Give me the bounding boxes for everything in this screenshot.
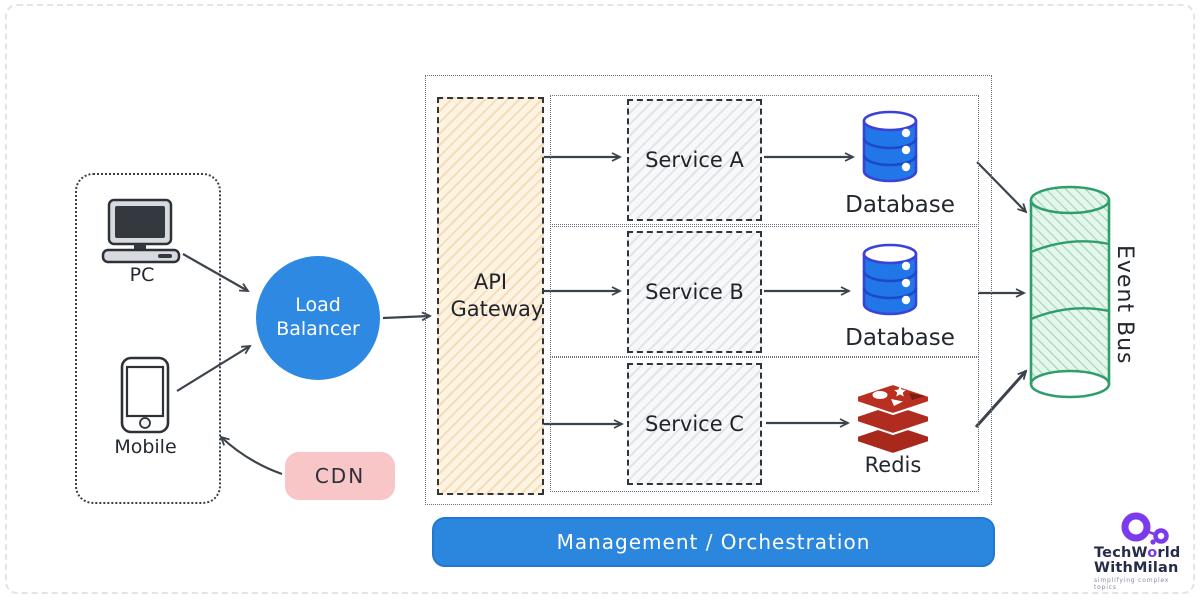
service-row-a [550, 95, 979, 225]
clients-container [75, 173, 221, 504]
brand-logo-line1-post: rld [1157, 545, 1181, 561]
database-a-label: Database [845, 192, 955, 218]
api-gateway-label: API Gateway [450, 269, 544, 321]
service-b-label: Service B [645, 280, 744, 304]
brand-logo-tagline: simplifying complex topics [1094, 577, 1170, 592]
brand-logo: TechWorld WithMilan simplifying complex … [1094, 512, 1194, 591]
api-gateway-node: API Gateway [437, 97, 544, 495]
management-container [425, 75, 992, 505]
mobile-label: Mobile [114, 436, 177, 458]
service-b-node: Service B [627, 231, 762, 353]
pc-label: PC [129, 264, 155, 286]
brand-logo-line1-o: o [1147, 545, 1158, 561]
cdn-label: CDN [314, 464, 366, 488]
pc-icon [101, 198, 181, 264]
management-banner: Management / Orchestration [432, 517, 995, 567]
service-c-label: Service C [645, 412, 744, 436]
redis-icon [856, 383, 930, 455]
service-row-c [550, 357, 979, 492]
load-balancer-node: Load Balancer [256, 256, 380, 380]
database-b-icon [862, 243, 918, 316]
brand-logo-line2: WithMilan [1094, 560, 1179, 577]
database-a-icon [862, 110, 918, 183]
mobile-icon [120, 356, 170, 434]
redis-label: Redis [864, 453, 922, 477]
database-b-label: Database [845, 325, 955, 351]
brand-logo-icon [1121, 512, 1169, 545]
service-c-node: Service C [627, 363, 762, 485]
load-balancer-label: Load Balancer [276, 294, 360, 340]
management-banner-label: Management / Orchestration [556, 530, 871, 554]
brand-logo-line1: TechWorld [1094, 545, 1194, 561]
cdn-node: CDN [285, 452, 395, 500]
event-bus-label: Event Bus [1112, 245, 1137, 365]
event-bus-icon [1029, 185, 1111, 399]
brand-logo-line1-pre: TechW [1094, 545, 1148, 561]
service-a-label: Service A [645, 148, 744, 172]
service-row-b [550, 226, 979, 357]
service-a-node: Service A [627, 99, 762, 221]
